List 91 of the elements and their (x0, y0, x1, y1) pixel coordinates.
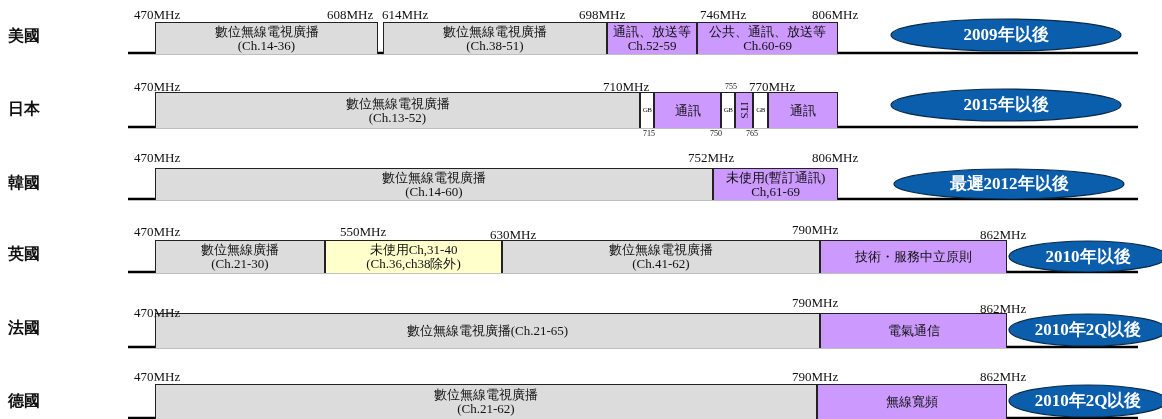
frequency-band (817, 384, 1007, 419)
date-label: 2009年以後 (963, 26, 1049, 44)
frequency-band (607, 22, 697, 54)
band-label: Ch,61-69 (751, 184, 800, 199)
band-label: Ch.60-69 (743, 38, 792, 53)
band-label: (Ch.13-52) (368, 110, 427, 125)
frequency-band (820, 240, 1007, 273)
frequency-label: 752MHz (688, 151, 735, 164)
frequency-band (155, 240, 325, 273)
frequency-label: 470MHz (134, 306, 181, 319)
band-label: (Ch.36,ch38除外) (366, 257, 461, 271)
frequency-label: 470MHz (134, 151, 181, 164)
guard-band (640, 92, 654, 128)
band-label: (Ch.21-30) (211, 257, 269, 271)
frequency-band (697, 22, 838, 54)
band-label: (Ch.14-36) (237, 38, 296, 53)
band-label: (Ch.38-51) (466, 38, 524, 53)
country-name: 法國 (8, 320, 40, 336)
date-label: 2015年以後 (963, 96, 1049, 114)
country-name: 德國 (8, 393, 40, 409)
tick-label: 765 (746, 130, 758, 138)
frequency-band (155, 22, 378, 54)
date-label: 最遲2012年以後 (949, 175, 1069, 193)
frequency-label: 470MHz (134, 225, 181, 238)
band-label: Ch.52-59 (627, 38, 677, 53)
frequency-label: 862MHz (980, 228, 1027, 241)
frequency-label: 862MHz (980, 302, 1027, 315)
band-label: (Ch.41-62) (632, 257, 690, 271)
frequency-band (654, 92, 721, 128)
tick-label: 715 (643, 130, 655, 138)
frequency-label: 470MHz (134, 370, 181, 383)
band-label: (Ch.14-60) (405, 184, 463, 199)
date-label: 2010年2Q以後 (1034, 392, 1142, 410)
frequency-band (713, 168, 838, 200)
country-name: 日本 (8, 101, 40, 117)
band-label: 公共、通訊、放送等 (709, 24, 826, 39)
band-label: 數位無線廣播 (201, 243, 279, 257)
country-name: 韓國 (8, 175, 40, 191)
band-label: 數位無線電視廣播 (434, 388, 538, 402)
date-oval (893, 168, 1125, 200)
frequency-label: 806MHz (812, 151, 859, 164)
band-label: 通訊、放送等 (613, 24, 691, 39)
date-label: 2010年2Q以後 (1034, 321, 1142, 339)
frequency-band (768, 92, 838, 128)
frequency-label: 790MHz (792, 223, 839, 236)
frequency-label: 746MHz (700, 8, 747, 21)
frequency-band (820, 313, 1007, 348)
band-label: 無線寬頻 (886, 395, 938, 409)
guard-band (721, 92, 735, 128)
frequency-band (735, 92, 753, 128)
band-label: 數位無線電視廣播 (382, 170, 486, 185)
country-name: 美國 (8, 28, 40, 44)
tick-label: 750 (710, 130, 722, 138)
country-name: 英國 (8, 246, 40, 262)
frequency-label: 614MHz (382, 8, 429, 21)
frequency-label: 806MHz (812, 8, 859, 21)
band-label: ITS (738, 102, 750, 119)
frequency-label: 630MHz (490, 228, 537, 241)
frequency-label: 790MHz (792, 370, 839, 383)
band-label: 電氣通信 (887, 324, 940, 338)
band-label: 通訊 (674, 103, 701, 118)
date-oval (890, 88, 1122, 122)
band-label: 數位無線電視廣播 (345, 96, 450, 111)
frequency-label: 698MHz (579, 8, 626, 21)
frequency-label: 710MHz (603, 80, 650, 93)
frequency-label: 790MHz (792, 296, 839, 309)
tick-label: 755 (725, 83, 737, 91)
frequency-label: 770MHz (749, 80, 796, 93)
frequency-band (325, 240, 502, 273)
frequency-band (502, 240, 820, 273)
date-label: 2010年以後 (1045, 247, 1131, 266)
guard-band (753, 92, 768, 128)
band-label: 未使用(暫訂通訊) (725, 170, 826, 185)
frequency-label: 470MHz (134, 80, 181, 93)
frequency-band (383, 22, 607, 54)
band-label: 數位無線電視廣播 (214, 24, 319, 39)
band-label: 未使用Ch,31-40 (369, 243, 458, 257)
band-label: (Ch.21-62) (457, 402, 515, 416)
band-label: 數位無線電視廣播 (443, 24, 547, 39)
frequency-band (155, 384, 817, 419)
date-oval (890, 18, 1122, 52)
frequency-label: 470MHz (134, 8, 181, 21)
band-label: 數位無線電視廣播 (609, 243, 713, 257)
frequency-band (155, 168, 713, 200)
frequency-band (155, 92, 640, 128)
band-label: 通訊 (790, 103, 816, 118)
frequency-label: 862MHz (980, 370, 1027, 383)
band-label: 技術・服務中立原則 (855, 250, 972, 264)
band-label: 數位無線電視廣播(Ch.21-65) (406, 324, 569, 338)
frequency-label: 550MHz (340, 225, 387, 238)
frequency-label: 608MHz (327, 8, 374, 21)
